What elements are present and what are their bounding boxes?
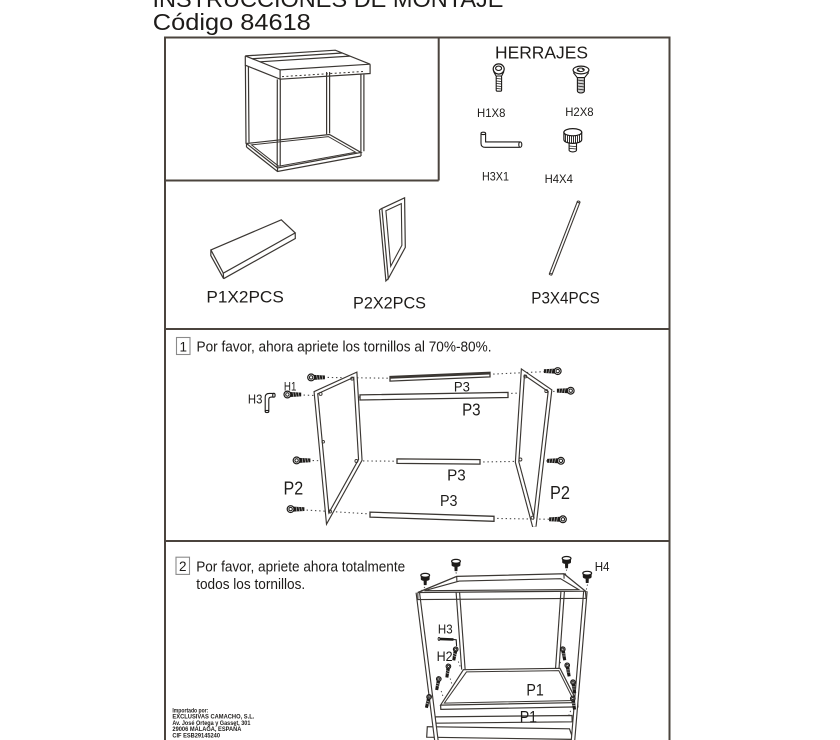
svg-text:H4X4: H4X4 [545,172,574,186]
svg-text:H3X1: H3X1 [482,170,509,184]
svg-text:EXCLUSIVAS CAMACHO, S.L.: EXCLUSIVAS CAMACHO, S.L. [172,715,254,721]
svg-text:HERRAJES: HERRAJES [495,43,588,63]
svg-text:2: 2 [179,559,187,574]
svg-text:P3X4PCS: P3X4PCS [531,289,600,308]
svg-text:P3: P3 [462,399,481,419]
svg-text:P3: P3 [447,467,466,484]
svg-text:P3: P3 [440,493,458,510]
svg-text:29006 MÁLAGA, ESPAÑA: 29006 MÁLAGA, ESPAÑA [172,726,242,733]
svg-text:P1: P1 [520,709,537,727]
svg-text:Código 84618: Código 84618 [153,9,311,35]
svg-text:Por favor, apriete ahora total: Por favor, apriete ahora totalmente [196,560,405,576]
svg-text:H3: H3 [438,622,453,637]
svg-text:P3: P3 [454,380,470,395]
svg-text:Av. José Ortega y Gasset, 301: Av. José Ortega y Gasset, 301 [172,721,251,727]
svg-text:H3: H3 [248,393,263,407]
svg-text:Importado por:: Importado por: [172,708,208,714]
svg-text:Por favor, ahora apriete los t: Por favor, ahora apriete los tornillos a… [197,340,492,356]
svg-text:todos los tornillos.: todos los tornillos. [196,577,305,593]
svg-text:P1X2PCS: P1X2PCS [206,288,283,307]
svg-text:P1: P1 [526,682,543,700]
svg-text:H1X8: H1X8 [477,107,505,120]
svg-text:H4: H4 [595,559,610,574]
svg-text:H1: H1 [284,382,297,394]
svg-text:CIF ESB29145240: CIF ESB29145240 [172,734,220,740]
svg-text:H2: H2 [437,648,453,664]
svg-text:INSTRUCCIONES DE MONTAJE: INSTRUCCIONES DE MONTAJE [153,0,504,12]
svg-text:P2: P2 [550,483,570,503]
svg-text:H2X8: H2X8 [565,106,593,119]
svg-text:P2: P2 [284,479,304,499]
svg-text:1: 1 [180,340,188,355]
svg-text:P2X2PCS: P2X2PCS [353,294,426,313]
